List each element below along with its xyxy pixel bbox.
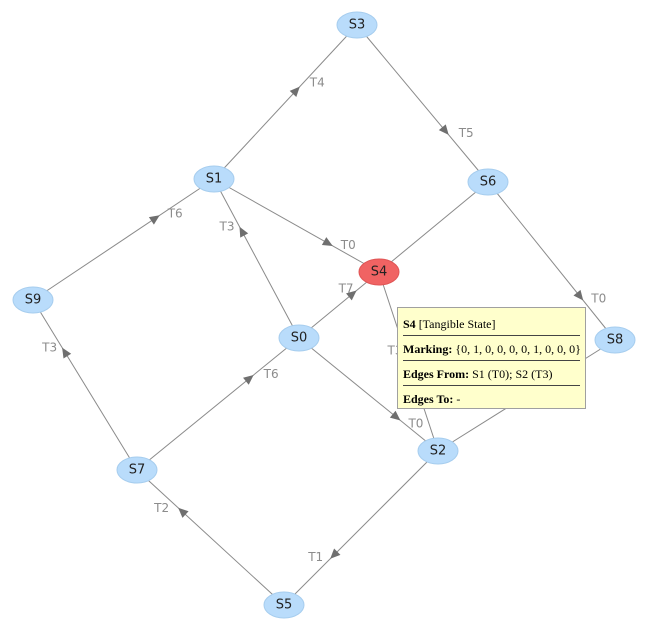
edge-label: T3: [219, 220, 235, 234]
edge-line: [298, 271, 380, 339]
tooltip-state-type: [Tangible State]: [418, 317, 496, 331]
node-s0[interactable]: S0: [278, 324, 320, 352]
node-s1[interactable]: S1: [193, 165, 235, 193]
arrowhead-icon: [321, 237, 333, 246]
edge-s1-s4: T0: [213, 178, 380, 273]
node-shape[interactable]: [12, 286, 54, 314]
edge-line: [213, 178, 380, 273]
node-shape[interactable]: [417, 437, 459, 465]
node-label: S8: [607, 333, 624, 348]
edge-s1-s3: T4: [213, 24, 358, 180]
edge-line: [213, 24, 358, 180]
edge-line: [136, 469, 285, 606]
node-s4[interactable]: S4: [358, 258, 400, 286]
edge-s7-s9: T3: [32, 299, 138, 471]
arrowhead-icon: [178, 507, 189, 518]
node-s9[interactable]: S9: [12, 286, 54, 314]
edge-s5-s7: T2: [136, 469, 285, 606]
node-label: S4: [371, 265, 388, 280]
edge-s3-s6: T5: [356, 24, 489, 183]
edge-label: T1: [307, 550, 323, 564]
edge-s2-s5: T1: [283, 450, 439, 606]
arrowhead-icon: [289, 86, 300, 97]
node-shape[interactable]: [358, 258, 400, 286]
edge-s0-s2: T0: [298, 337, 439, 452]
arrowhead-icon: [148, 215, 160, 225]
node-shape[interactable]: [594, 326, 636, 354]
arrowhead-icon: [243, 374, 254, 385]
edge-line: [213, 178, 300, 339]
node-label: S9: [25, 293, 42, 308]
arrowhead-icon: [346, 290, 357, 301]
edge-line: [298, 337, 439, 452]
edge-line: [487, 181, 616, 341]
node-label: S1: [206, 172, 223, 187]
node-shape[interactable]: [116, 456, 158, 484]
node-label: S3: [349, 18, 366, 33]
tooltip-edges-to-label: Edges To:: [403, 392, 454, 406]
tooltip-title: S4 [Tangible State]: [403, 315, 580, 336]
tooltip-marking-label: Marking:: [403, 342, 453, 356]
node-shape[interactable]: [263, 591, 305, 619]
arrowhead-icon: [330, 548, 341, 559]
tooltip-edges-to-value: -: [456, 392, 461, 406]
node-s3[interactable]: S3: [336, 11, 378, 39]
node-label: S6: [480, 175, 497, 190]
edge-label: T6: [263, 367, 279, 381]
node-shape[interactable]: [336, 11, 378, 39]
edge-s9-s1: T6: [32, 178, 215, 301]
edge-line: [283, 450, 439, 606]
arrowhead-icon: [389, 410, 401, 421]
arrowhead-icon: [573, 289, 584, 301]
edge-label: T3: [41, 341, 57, 355]
tooltip-state-name: S4: [403, 317, 416, 331]
node-label: S2: [430, 444, 447, 459]
node-label: S7: [129, 463, 146, 478]
edge-label: T5: [458, 126, 474, 140]
edge-s7-s0: T6: [136, 337, 300, 471]
arrowhead-icon: [239, 226, 249, 238]
node-s8[interactable]: S8: [594, 326, 636, 354]
node-shape[interactable]: [193, 165, 235, 193]
tooltip-marking-value: {0, 1, 0, 0, 0, 0, 1, 0, 0, 0}: [455, 342, 581, 356]
edge-label: T0: [340, 238, 356, 252]
tooltip-edges-from: Edges From: S1 (T0); S2 (T3): [403, 365, 580, 386]
edge-s6-s4: [378, 181, 489, 273]
arrowhead-icon: [438, 124, 449, 135]
tooltip-edges-to: Edges To: -: [403, 390, 580, 410]
edge-line: [378, 181, 489, 273]
edge-s0-s1: T3: [213, 178, 300, 339]
node-label: S0: [291, 331, 308, 346]
arrowhead-icon: [62, 347, 72, 359]
edge-label: T4: [309, 76, 325, 90]
edge-label: T2: [153, 501, 169, 515]
edge-s0-s4: T7: [298, 271, 380, 339]
node-s6[interactable]: S6: [467, 168, 509, 196]
edge-line: [32, 178, 215, 301]
state-tooltip: S4 [Tangible State] Marking: {0, 1, 0, 0…: [397, 307, 586, 409]
node-shape[interactable]: [467, 168, 509, 196]
tooltip-marking: Marking: {0, 1, 0, 0, 0, 0, 1, 0, 0, 0}: [403, 340, 581, 361]
node-s5[interactable]: S5: [263, 591, 305, 619]
node-s7[interactable]: S7: [116, 456, 158, 484]
edge-line: [32, 299, 138, 471]
edge-line: [136, 337, 300, 471]
node-label: S5: [276, 598, 293, 613]
edge-label: T0: [407, 416, 423, 430]
edge-line: [356, 24, 489, 183]
edge-label: T7: [338, 281, 354, 295]
node-shape[interactable]: [278, 324, 320, 352]
edge-label: T0: [590, 292, 606, 306]
edge-label: T6: [167, 206, 183, 220]
node-s2[interactable]: S2: [417, 437, 459, 465]
tooltip-edges-from-value: S1 (T0); S2 (T3): [472, 367, 553, 381]
edge-s6-s8: T0: [487, 181, 616, 341]
edges-layer: T4T5T6T3T0T0T7T3T3T6T0T7T2T1: [32, 24, 616, 606]
tooltip-edges-from-label: Edges From:: [403, 367, 470, 381]
